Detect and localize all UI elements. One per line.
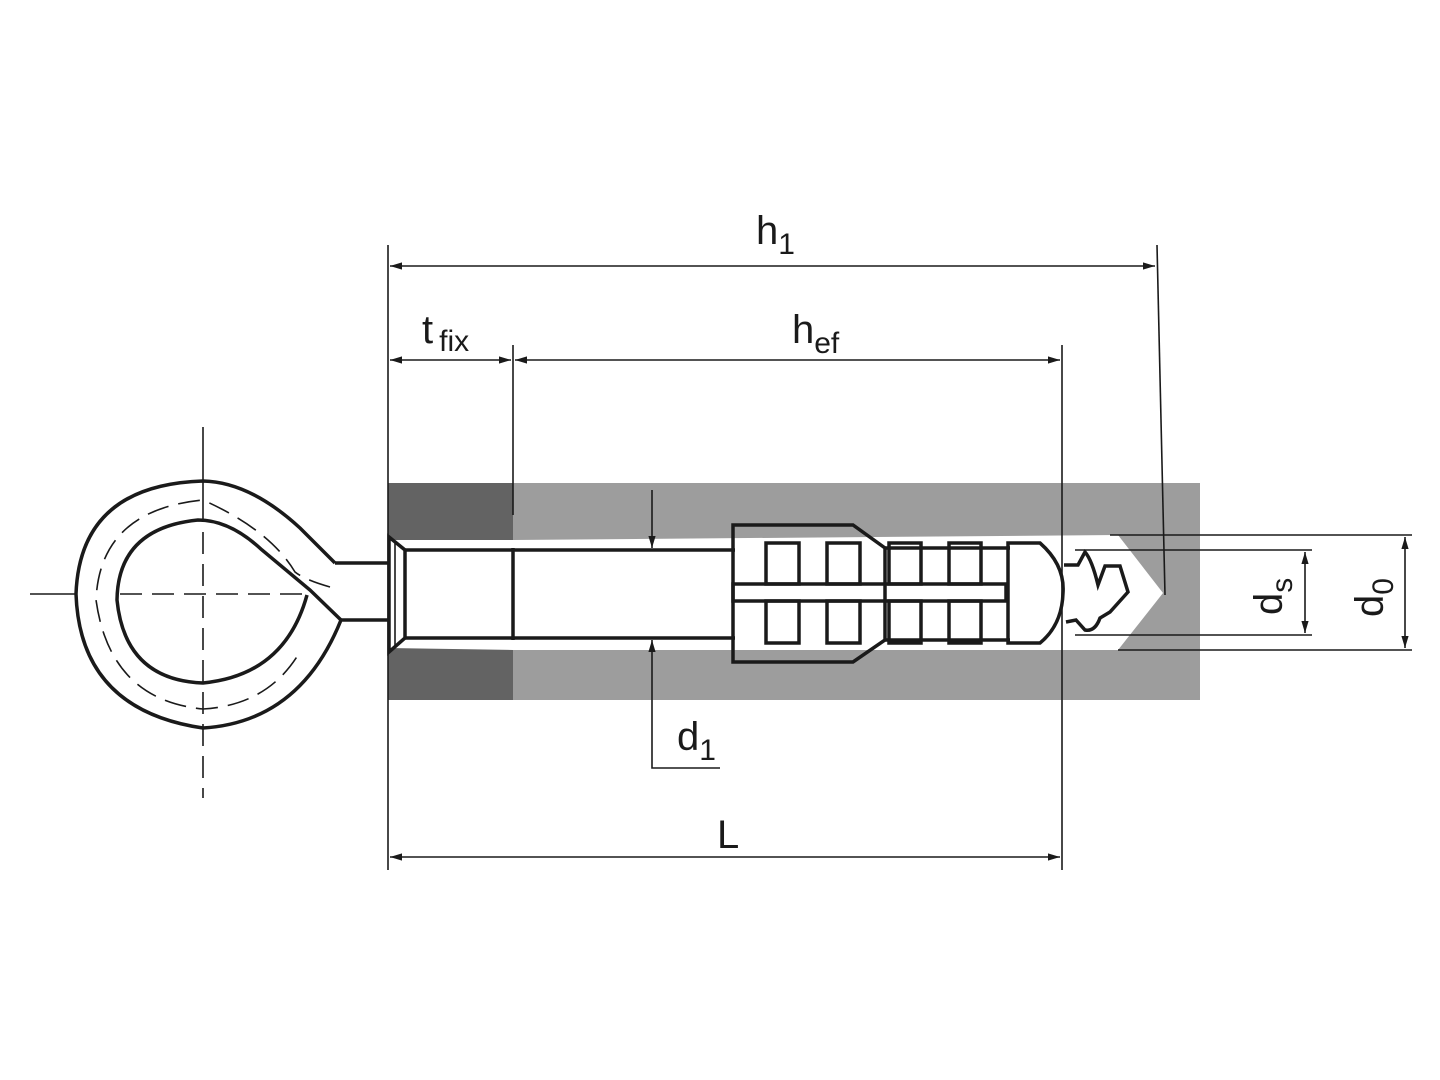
bolt xyxy=(387,533,735,656)
drill-hole xyxy=(388,535,1163,650)
label-ds: ds xyxy=(1247,578,1299,615)
extension-lines xyxy=(387,244,1412,870)
label-d0: d0 xyxy=(1348,578,1400,617)
label-d1: d1 xyxy=(677,715,716,767)
dim-d1-leader xyxy=(648,640,720,769)
label-L: L xyxy=(717,813,739,857)
eye-ring xyxy=(30,427,388,798)
label-h1: h1 xyxy=(756,209,795,261)
expansion-sleeve xyxy=(731,523,1130,664)
label-hef: hef xyxy=(792,308,840,360)
